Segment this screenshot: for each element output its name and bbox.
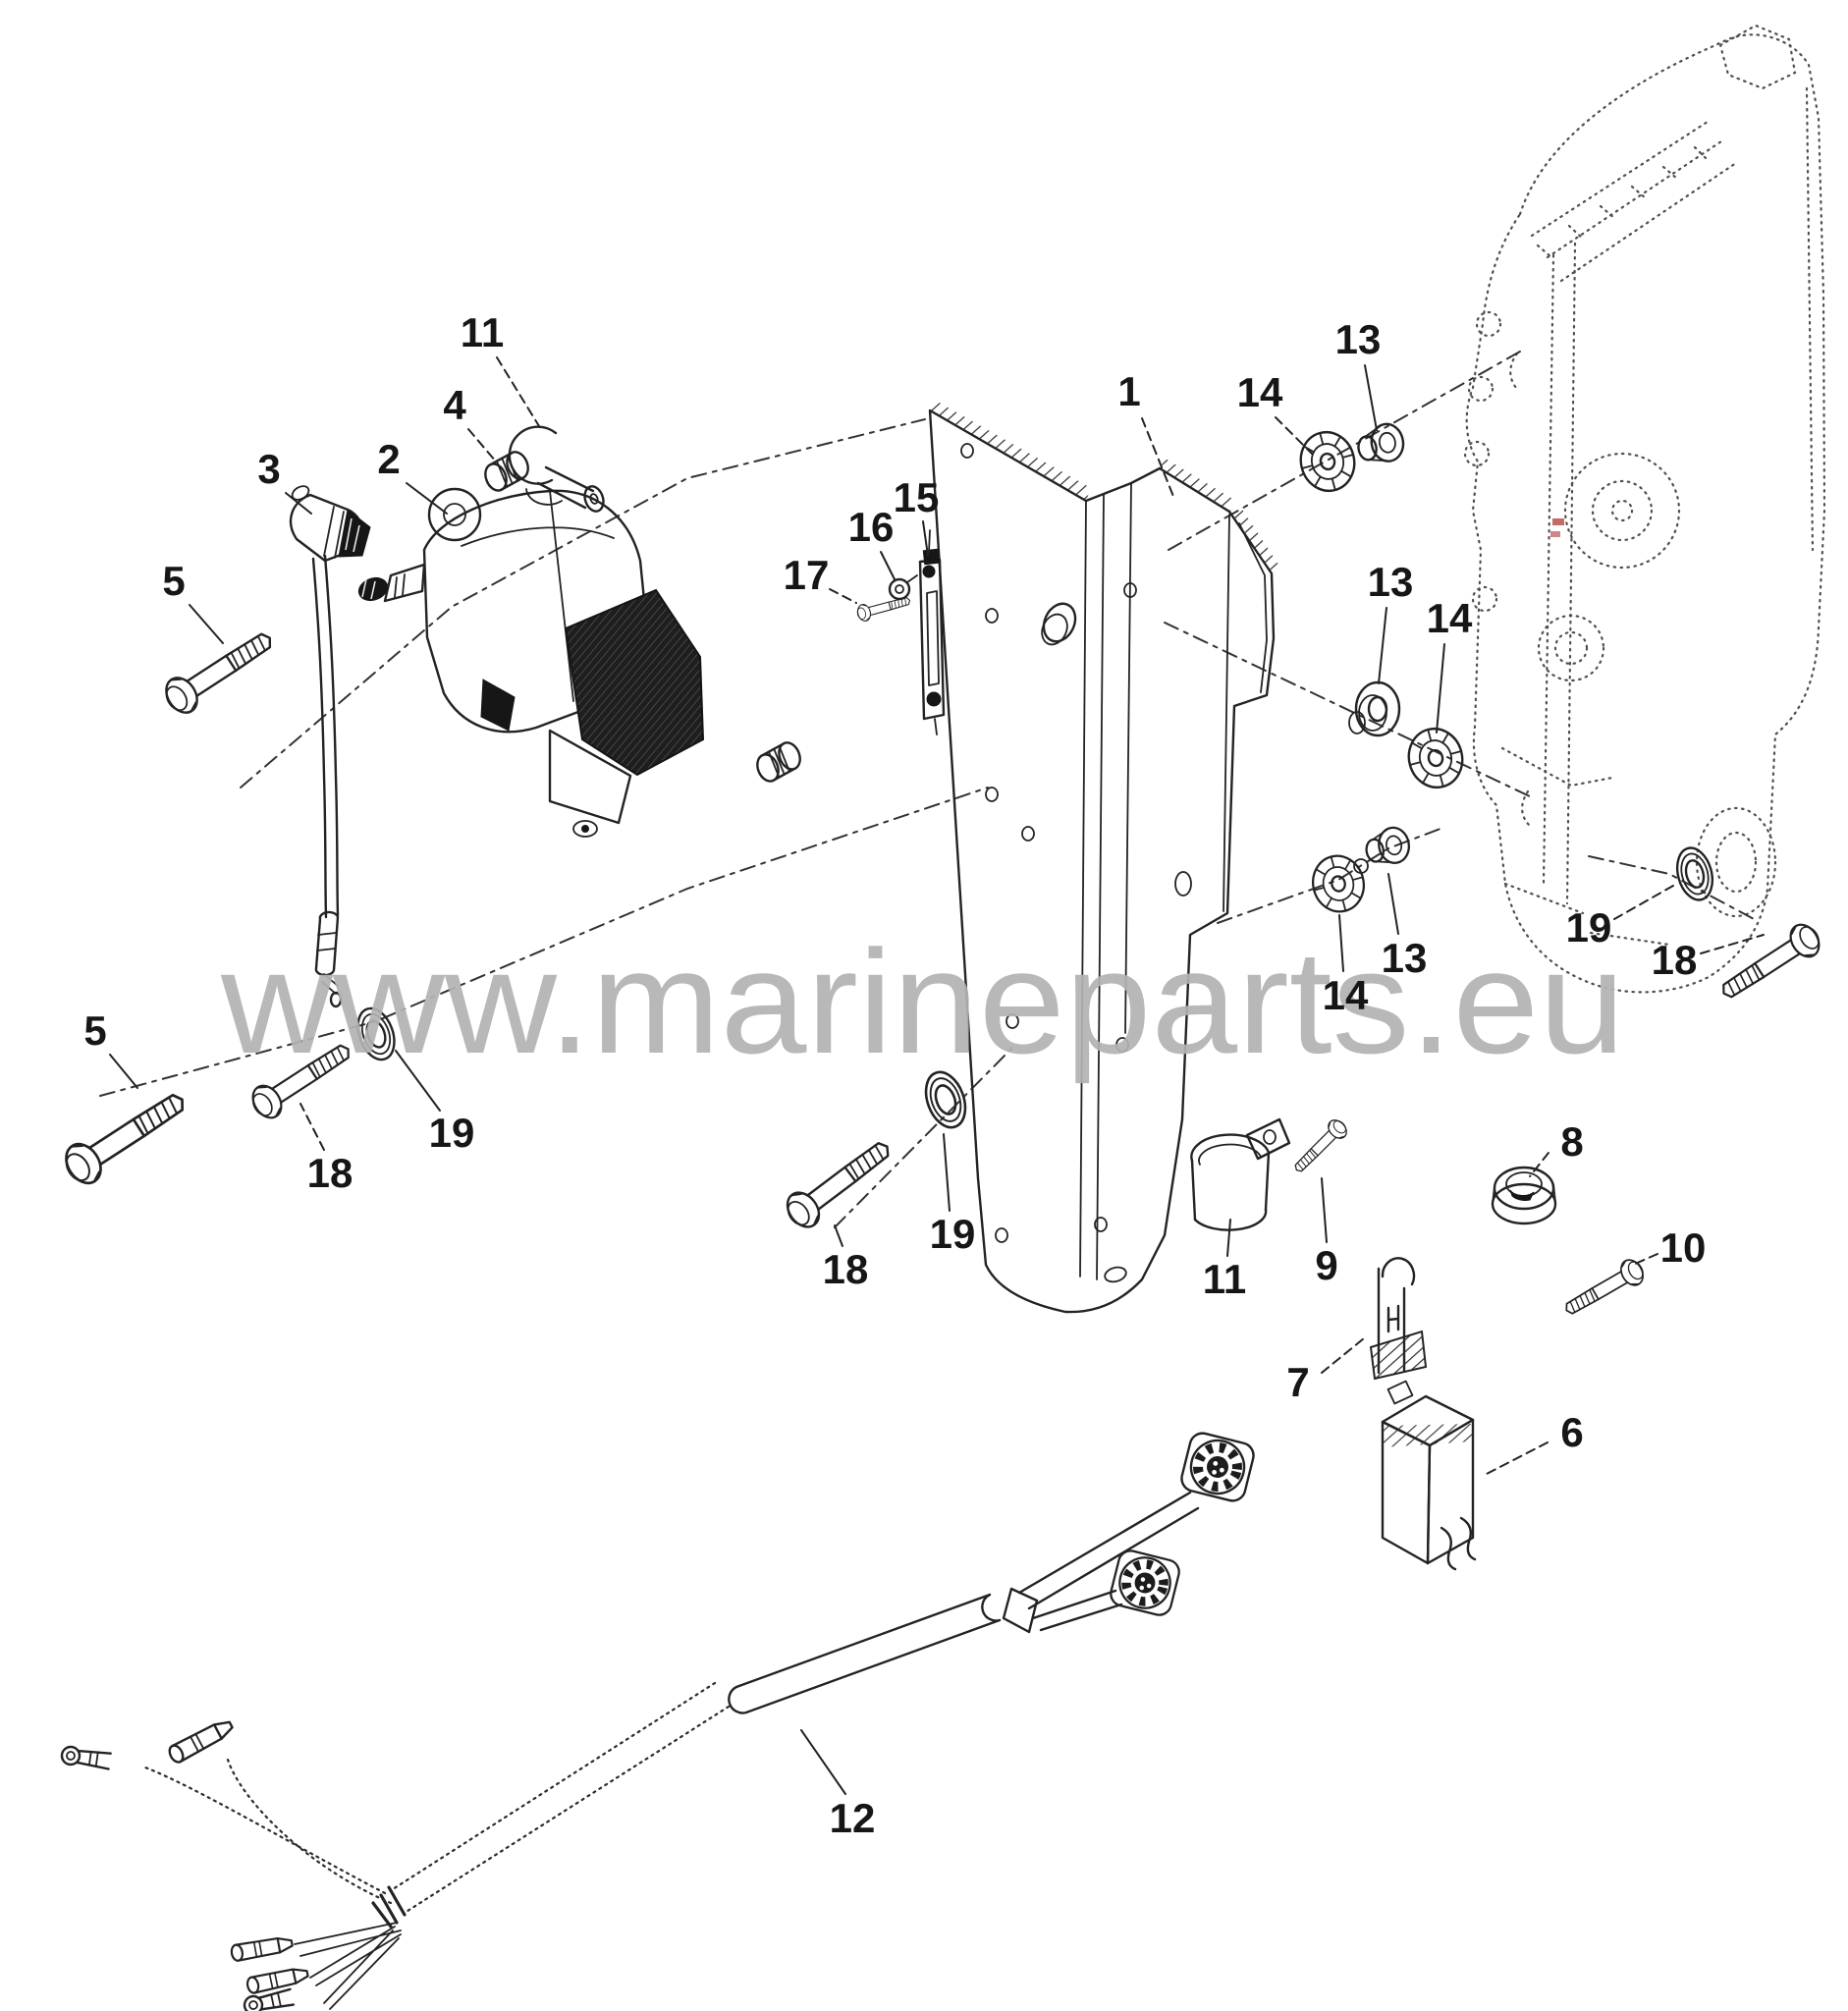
callout-grommet-14: 14 [1323, 972, 1369, 1018]
callout-bolt-10: 10 [1660, 1224, 1707, 1271]
part-bolt-5a [157, 621, 282, 721]
harness-bullet-terminal-a [165, 1715, 237, 1766]
callout-retainer-clip-7: 7 [1286, 1359, 1309, 1405]
part-wiring-harness [59, 1431, 1256, 2011]
leader-bolt-5 [189, 604, 224, 644]
leader-bushing-13 [1387, 873, 1399, 935]
callout-bushing-4: 4 [443, 382, 466, 428]
leader-retainer-clip-7 [1321, 1337, 1365, 1374]
part-spark-plug-cap [289, 485, 371, 1008]
part-mounting-bracket [928, 401, 1280, 1314]
part-bolt-10 [1558, 1254, 1650, 1324]
part-bushing-4-upper [479, 447, 534, 495]
callout-washer-19: 19 [1566, 904, 1612, 951]
red-mark [1550, 518, 1564, 537]
callout-eyelet-16: 16 [848, 504, 895, 550]
part-link-15 [918, 529, 946, 735]
callout-wiring-harness-12: 12 [830, 1795, 876, 1841]
callout-bolt-18: 18 [307, 1150, 353, 1196]
callout-mounting-bracket-1: 1 [1117, 368, 1140, 414]
leader-eyelet-16 [880, 551, 896, 580]
callout-screw-9: 9 [1315, 1242, 1337, 1288]
leader-bushing-13 [1364, 364, 1378, 431]
callout-grommet-13: 13 [1368, 559, 1414, 605]
leader-link-15 [922, 520, 929, 557]
leader-wiring-harness-12 [800, 1729, 846, 1795]
leader-ignition-coil-2 [406, 482, 448, 515]
leader-washer-19 [395, 1050, 441, 1112]
callout-link-15: 15 [894, 474, 940, 520]
leader-washer-19 [1613, 885, 1674, 920]
leader-screw-17 [829, 588, 857, 604]
leader-screw-9 [1321, 1177, 1328, 1243]
part-grommet-14a [1292, 424, 1363, 499]
part-bolt-18b [779, 1130, 900, 1235]
leader-bolt-5 [109, 1054, 138, 1089]
phantom-engine-block [1463, 24, 1826, 994]
part-ignition-coil [357, 487, 705, 838]
callout-bushing-13: 13 [1382, 935, 1428, 981]
part-cable-clamp-upper [508, 425, 605, 513]
callout-bushing-13: 13 [1335, 316, 1382, 362]
leader-cable-clamp-11 [1226, 1219, 1231, 1257]
callout-bolt-5: 5 [162, 558, 185, 604]
callout-grommet-14: 14 [1237, 369, 1283, 415]
leader-washer-19 [943, 1133, 951, 1212]
leader-grommet-14 [1275, 416, 1313, 455]
leader-mounting-bracket-1 [1141, 417, 1175, 500]
part-bolt-5b [56, 1080, 195, 1192]
leader-bolt-18 [1700, 934, 1765, 954]
callout-spark-plug-cap-3: 3 [257, 446, 280, 492]
leader-bolt-18 [299, 1103, 325, 1151]
callout-flange-nut-8: 8 [1560, 1118, 1583, 1165]
assembly-axes [99, 351, 1759, 1228]
leader-flange-nut-8 [1529, 1152, 1549, 1177]
leader-grommet-14 [1338, 914, 1344, 972]
leader-cable-clamp-11 [496, 356, 540, 427]
callout-cable-clamp-11: 11 [1203, 1256, 1246, 1302]
callout-washer-19: 19 [930, 1211, 976, 1257]
part-retainer-clip-7 [1369, 1257, 1428, 1381]
part-grommet-14c [1305, 848, 1372, 919]
watermark: www.marineparts.eu [220, 919, 1625, 1084]
leader-bolt-10 [1632, 1253, 1658, 1266]
part-cable-clamp-lower [1190, 1117, 1291, 1231]
callout-bolt-18: 18 [823, 1246, 869, 1292]
callout-ignition-coil-2: 2 [377, 436, 400, 482]
callout-cable-clamp-11: 11 [461, 309, 504, 355]
callout-washer-19: 19 [429, 1110, 475, 1156]
harness-bullet-terminal-c [245, 1964, 310, 1995]
callout-screw-17: 17 [784, 552, 830, 598]
leader-grommet-13 [1378, 607, 1387, 684]
leader-spark-plug-cap-3 [285, 492, 312, 515]
part-screw-9 [1288, 1115, 1351, 1178]
harness-connector-lower [1109, 1549, 1182, 1617]
part-bushing-13a [1353, 420, 1408, 467]
leader-bolt-18 [834, 1224, 843, 1247]
callout-bolt-5: 5 [83, 1007, 106, 1054]
leader-bushing-4 [467, 428, 497, 462]
leader-relay-6 [1484, 1441, 1549, 1476]
part-bolt-18c [1712, 917, 1827, 1009]
callout-bushing-14: 14 [1427, 595, 1473, 641]
part-bushing-4-lower [751, 737, 806, 786]
part-bushing-14b [1400, 721, 1471, 795]
callout-bolt-18: 18 [1652, 937, 1698, 983]
leader-bushing-14 [1436, 643, 1445, 734]
part-flange-nut-8 [1491, 1166, 1557, 1225]
harness-ring-terminal-a [59, 1744, 113, 1771]
part-bushing-13c [1353, 824, 1413, 874]
part-grommet-13b [1348, 680, 1401, 737]
part-washer-19c [1670, 842, 1719, 905]
part-relay-6 [1381, 1380, 1477, 1571]
harness-bullet-terminal-b [229, 1933, 295, 1963]
callout-relay-6: 6 [1560, 1409, 1583, 1455]
